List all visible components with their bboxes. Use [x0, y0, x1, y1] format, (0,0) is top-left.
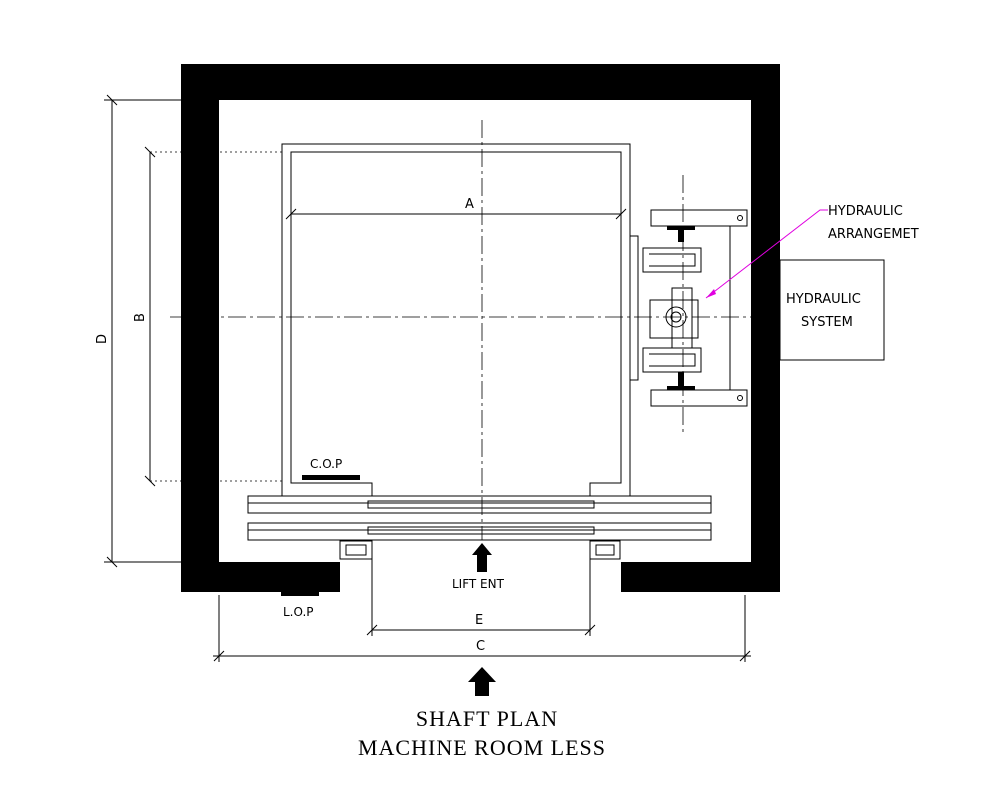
dimension-a: [285, 208, 627, 220]
dimension-b: [144, 146, 156, 487]
cop-label: C.O.P: [310, 457, 342, 471]
lift-entrance-label: LIFT ENT: [452, 577, 505, 591]
door-jamb-left: [339, 540, 373, 560]
hydraulic-arrangement-leader: [705, 209, 828, 299]
hydraulic-arrangement-label-line2: ARRANGEMET: [828, 227, 919, 242]
car-outer-wall: [281, 143, 631, 497]
cop-panel: [302, 475, 360, 480]
dimension-e-label: E: [475, 613, 483, 628]
hydraulic-system-box: [779, 259, 885, 361]
landing-door-sill: [247, 522, 712, 541]
hydraulic-system-label-line1: HYDRAULIC: [786, 292, 861, 307]
hydraulic-arrangement-label-line1: HYDRAULIC: [828, 204, 903, 219]
dimension-d: [104, 94, 181, 568]
title-arrow-icon: [468, 667, 496, 696]
car-door-sill: [247, 495, 712, 514]
title-line2: MACHINE ROOM LESS: [358, 735, 606, 760]
door-sills: [247, 495, 712, 560]
lift-car: [281, 143, 631, 497]
hydraulic-system-label-line2: SYSTEM: [801, 315, 853, 330]
dimension-c: [213, 595, 751, 662]
hydraulic-arrangement: [629, 209, 748, 407]
lop-label: L.O.P: [283, 605, 314, 619]
dimension-d-label: D: [95, 334, 110, 344]
dimension-e: [366, 559, 596, 636]
dimension-b-label: B: [133, 313, 148, 322]
door-jamb-right: [589, 540, 621, 560]
lop-panel: [281, 562, 319, 596]
title-line1: SHAFT PLAN: [416, 706, 558, 731]
dimension-a-label: A: [465, 197, 474, 212]
dimension-c-label: C: [476, 639, 485, 654]
lift-entrance-arrow-icon: [472, 543, 492, 572]
